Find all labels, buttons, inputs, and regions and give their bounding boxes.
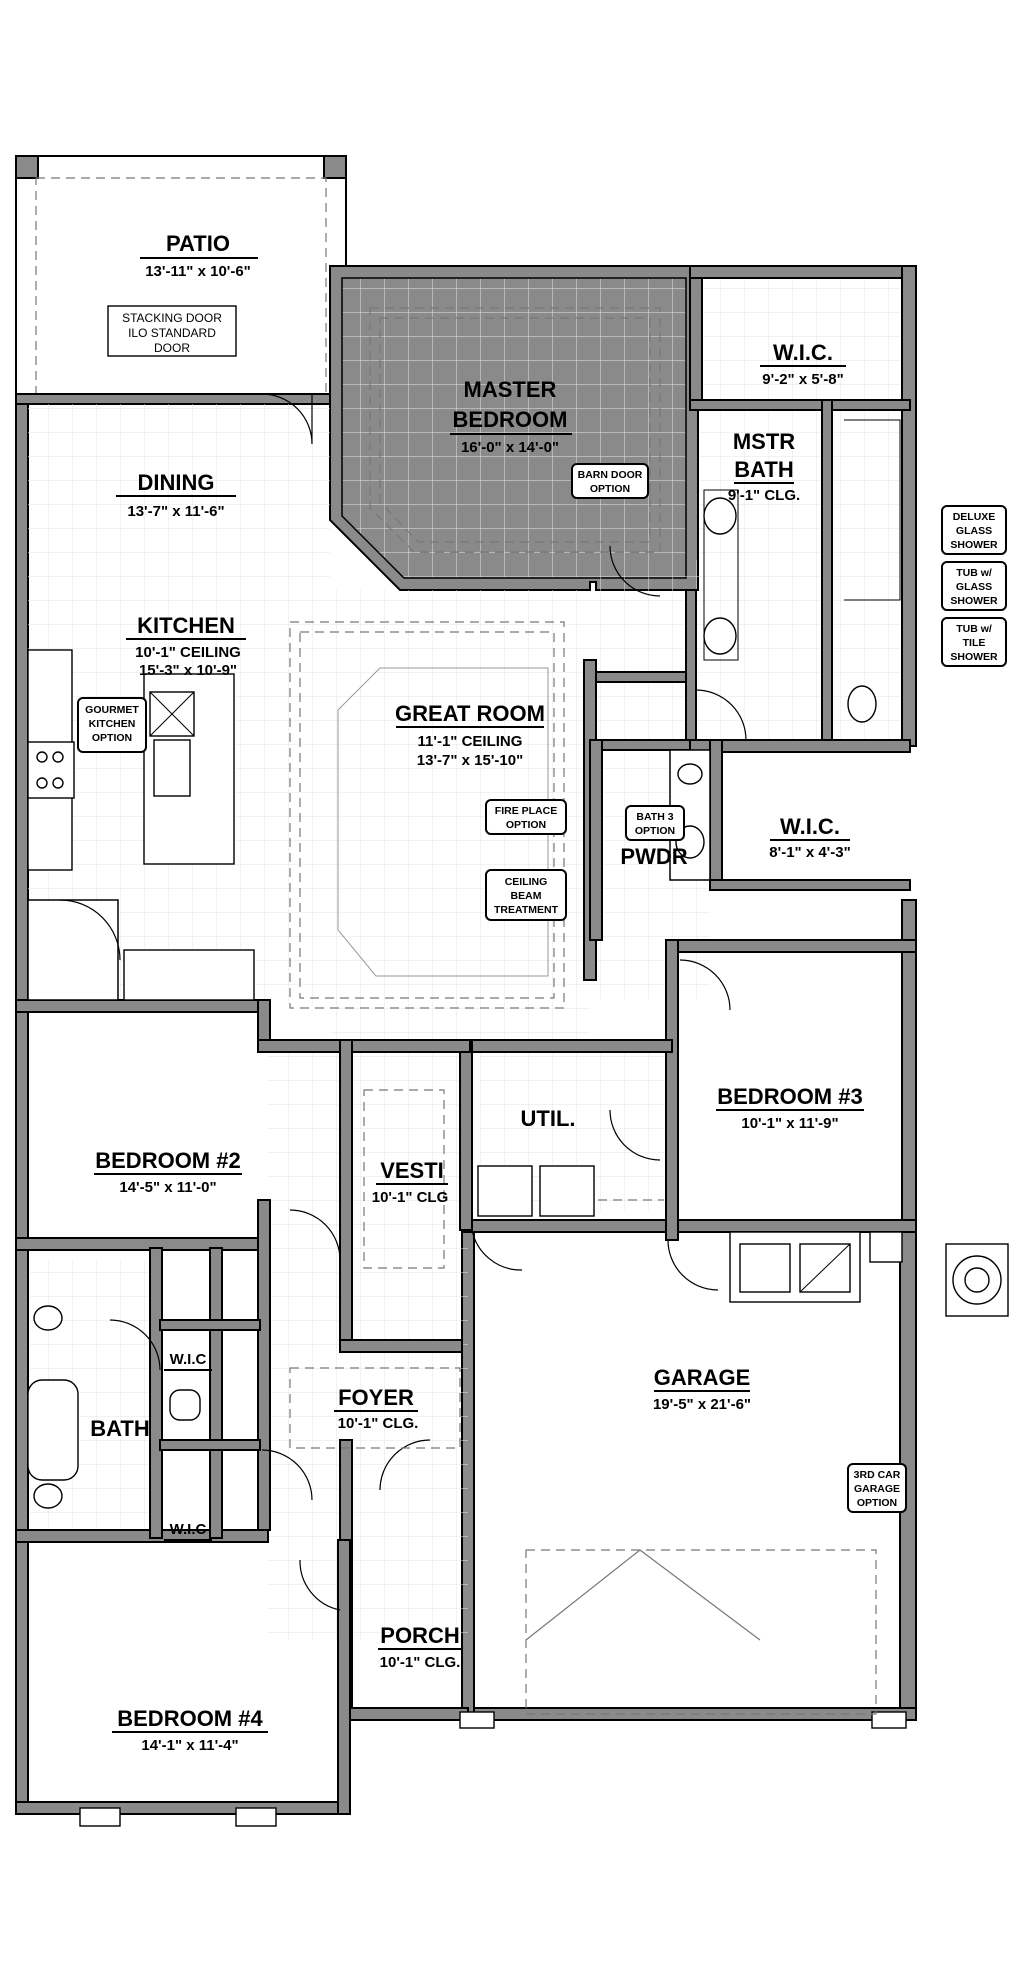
room-name-master-2: BEDROOM: [453, 407, 568, 432]
cooktop-icon: [27, 741, 75, 799]
option-text: OPTION: [506, 819, 546, 831]
sink-icon: [703, 617, 737, 655]
option-text: ILO STANDARD: [128, 326, 216, 340]
room-name-porch: PORCH: [380, 1623, 459, 1648]
room-name-util: UTIL.: [521, 1106, 576, 1131]
room-name-foyer: FOYER: [338, 1385, 414, 1410]
option-ceiling-beam: CEILING BEAM TREATMENT: [485, 869, 567, 921]
option-text: TREATMENT: [494, 904, 559, 916]
room-name-pwdr: PWDR: [620, 844, 687, 869]
room-dims-bedroom2: 14'-5" x 11'-0": [119, 1179, 216, 1196]
dryer-icon: [539, 1165, 595, 1217]
room-dims-vesti: 10'-1" CLG: [372, 1189, 449, 1206]
room-name-patio: PATIO: [166, 231, 230, 256]
room-dims-bedroom4: 14'-1" x 11'-4": [141, 1737, 238, 1754]
room-name-wic-lower: W.I.C: [170, 1521, 207, 1538]
option-text: TUB w/: [956, 623, 992, 635]
exterior-walls: [15, 265, 917, 1815]
option-text: DOOR: [154, 341, 190, 355]
toilet-icon: [677, 763, 703, 785]
room-labels: PATIO 13'-11" x 10'-6" MASTER BEDROOM 16…: [90, 231, 864, 1754]
option-tub-tile: TUB w/ TILE SHOWER: [941, 617, 1007, 667]
room-name-mstr-bath-1: MSTR: [733, 429, 795, 454]
sink-icon: [33, 1305, 63, 1331]
room-name-bath: BATH: [90, 1416, 149, 1441]
option-barn-door: BARN DOOR OPTION: [571, 463, 649, 499]
option-text: BATH 3: [636, 811, 673, 823]
bath-fixtures: [27, 419, 901, 1509]
option-text: GOURMET: [85, 704, 139, 716]
room-dims-kitchen-1: 10'-1" CEILING: [135, 644, 241, 661]
room-dims-patio: 13'-11" x 10'-6": [145, 263, 251, 280]
room-name-bedroom3: BEDROOM #3: [717, 1084, 862, 1109]
option-text: 3RD CAR: [854, 1469, 901, 1481]
room-name-bedroom4: BEDROOM #4: [117, 1706, 263, 1731]
option-text: TUB w/: [956, 567, 992, 579]
option-bath3: BATH 3 OPTION: [625, 805, 685, 841]
sink-icon: [153, 739, 191, 797]
option-fire-place: FIRE PLACE OPTION: [485, 799, 567, 835]
room-name-wic-master: W.I.C.: [773, 340, 833, 365]
doors: [109, 393, 747, 1611]
room-name-bedroom2: BEDROOM #2: [95, 1148, 240, 1173]
room-dims-mstr-bath: 9'-1" CLG.: [728, 487, 800, 504]
room-dims-bedroom3: 10'-1" x 11'-9": [741, 1115, 838, 1132]
room-name-master-1: MASTER: [464, 377, 557, 402]
bathtub-icon: [27, 1379, 79, 1481]
option-text: OPTION: [590, 483, 630, 495]
option-gourmet-kitchen: GOURMET KITCHEN OPTION: [77, 697, 147, 753]
room-dims-great-room-1: 11'-1" CEILING: [418, 733, 523, 750]
room-name-kitchen: KITCHEN: [137, 613, 235, 638]
room-name-wic-bath: W.I.C.: [780, 814, 840, 839]
option-text: CEILING: [505, 876, 548, 888]
option-deluxe-shower: DELUXE GLASS SHOWER: [941, 505, 1007, 555]
room-dims-kitchen-2: 15'-3" x 10'-9": [139, 662, 237, 679]
room-dims-great-room-2: 13'-7" x 15'-10": [417, 752, 523, 769]
option-text: OPTION: [857, 1497, 897, 1509]
option-text: DELUXE: [953, 511, 996, 523]
toilet-icon: [847, 685, 877, 723]
option-text: GLASS: [956, 525, 992, 537]
room-name-wic-upper: W.I.C: [170, 1351, 207, 1368]
option-text: KITCHEN: [89, 718, 136, 730]
room-name-dining: DINING: [138, 470, 215, 495]
option-text: BEAM: [511, 890, 542, 902]
room-dims-porch: 10'-1" CLG.: [380, 1654, 461, 1671]
room-name-mstr-bath-2: BATH: [734, 457, 793, 482]
kitchen-fixtures: [27, 649, 255, 1001]
option-text: SHOWER: [950, 651, 998, 663]
room-dims-wic-bath: 8'-1" x 4'-3": [769, 844, 850, 861]
room-name-garage: GARAGE: [654, 1365, 751, 1390]
option-text: BARN DOOR: [578, 469, 643, 481]
option-text: OPTION: [92, 732, 132, 744]
option-stacking-door: STACKING DOOR ILO STANDARD DOOR: [107, 305, 237, 357]
option-text: SHOWER: [950, 595, 998, 607]
room-dims-garage: 19'-5" x 21'-6": [653, 1396, 751, 1413]
room-name-great-room: GREAT ROOM: [395, 701, 545, 726]
water-heater-icon: [739, 1243, 791, 1293]
toilet-icon: [169, 1389, 201, 1421]
room-dims-foyer: 10'-1" CLG.: [338, 1415, 419, 1432]
sink-icon: [33, 1483, 63, 1509]
option-tub-glass: TUB w/ GLASS SHOWER: [941, 561, 1007, 611]
option-text: SHOWER: [950, 539, 998, 551]
option-text: STACKING DOOR: [122, 311, 222, 325]
option-text: OPTION: [635, 825, 675, 837]
option-text: TILE: [963, 637, 986, 649]
washer-icon: [477, 1165, 533, 1217]
room-dims-master: 16'-0" x 14'-0": [461, 439, 559, 456]
option-third-car-garage: 3RD CAR GARAGE OPTION: [847, 1463, 907, 1513]
room-dims-wic-master: 9'-2" x 5'-8": [762, 371, 843, 388]
option-text: GLASS: [956, 581, 992, 593]
option-text: FIRE PLACE: [495, 805, 557, 817]
option-text: GARAGE: [854, 1483, 900, 1495]
room-name-vesti: VESTI: [380, 1158, 444, 1183]
room-dims-dining: 13'-7" x 11'-6": [127, 503, 224, 520]
